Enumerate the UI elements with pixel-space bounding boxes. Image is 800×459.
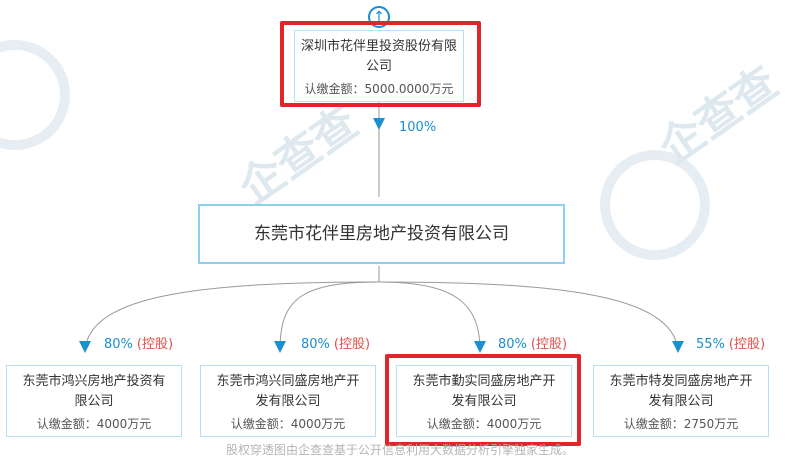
- highlight-box-shareholder: [280, 21, 481, 107]
- subsidiary-name: 东莞市鸿兴房地产投资有限公司: [22, 374, 166, 409]
- connector-child-1: [84, 281, 380, 351]
- watermark-logo-icon: [600, 150, 710, 260]
- shareholder-node[interactable]: 深圳市花伴里投资股份有限公司 认缴金额：5000.0000万元: [294, 30, 464, 102]
- company-node[interactable]: 东莞市花伴里房地产投资有限公司: [198, 204, 565, 264]
- child-percent-value: 80%: [301, 337, 330, 352]
- child-percent: 80%(控股): [104, 333, 173, 352]
- subsidiary-capital: 认缴金额：4000万元: [426, 417, 542, 431]
- connector-child-2: [279, 281, 380, 351]
- connector-child-4: [378, 281, 679, 351]
- subsidiary-name: 东莞市鸿兴同盛房地产开发有限公司: [216, 374, 360, 409]
- subsidiary-node[interactable]: 东莞市勤实同盛房地产开发有限公司 认缴金额：4000万元: [396, 365, 572, 437]
- child-percent: 80%(控股): [498, 333, 567, 352]
- control-label: (控股): [136, 337, 174, 352]
- subsidiary-node[interactable]: 东莞市鸿兴房地产投资有限公司 认缴金额：4000万元: [6, 365, 182, 437]
- watermark-logo-icon: [0, 40, 70, 150]
- subsidiary-name: 东莞市特发同盛房地产开发有限公司: [609, 374, 753, 409]
- subsidiary-capital: 认缴金额：4000万元: [36, 417, 152, 431]
- arrow-child-4-icon: [672, 341, 684, 353]
- subsidiary-capital: 认缴金额：4000万元: [230, 417, 346, 431]
- connector-child-3: [378, 281, 481, 351]
- shareholding-percent: 100%: [399, 120, 437, 135]
- child-percent: 55%(控股): [696, 333, 765, 352]
- arrow-child-3-icon: [474, 341, 486, 353]
- control-label: (控股): [530, 337, 568, 352]
- subsidiary-capital: 认缴金额：2750万元: [623, 417, 739, 431]
- shareholder-name: 深圳市花伴里投资股份有限公司: [300, 39, 457, 74]
- child-percent-value: 80%: [104, 337, 133, 352]
- arrow-child-2-icon: [274, 341, 286, 353]
- subsidiary-name: 东莞市勤实同盛房地产开发有限公司: [412, 374, 556, 409]
- child-percent-value: 55%: [696, 337, 725, 352]
- arrow-child-1-icon: [79, 341, 91, 353]
- highlight-box-subsidiary: [385, 354, 581, 446]
- control-label: (控股): [728, 337, 766, 352]
- subsidiary-node[interactable]: 东莞市特发同盛房地产开发有限公司 认缴金额：2750万元: [593, 365, 769, 437]
- company-name: 东莞市花伴里房地产投资有限公司: [254, 224, 509, 244]
- footer-note: 股权穿透图由企查查基于公开信息利用大数据分析引擎独家生成。: [225, 443, 574, 457]
- arrow-top-icon: [373, 118, 385, 130]
- subsidiary-node[interactable]: 东莞市鸿兴同盛房地产开发有限公司 认缴金额：4000万元: [200, 365, 376, 437]
- child-percent-value: 80%: [498, 337, 527, 352]
- child-percent: 80%(控股): [301, 333, 370, 352]
- shareholder-capital: 认缴金额：5000.0000万元: [304, 82, 454, 96]
- control-label: (控股): [333, 337, 371, 352]
